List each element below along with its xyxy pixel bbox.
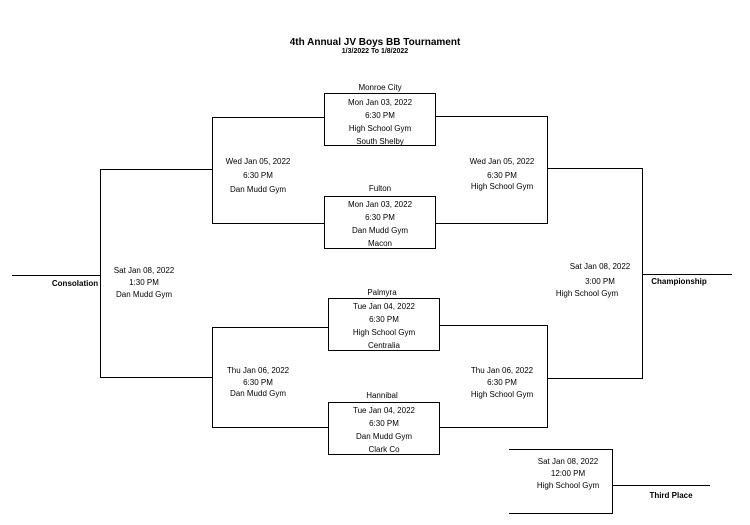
game-location: High School Gym: [348, 124, 412, 133]
bracket-line: [547, 116, 548, 224]
game-date: Sat Jan 08, 2022: [537, 457, 599, 466]
bracket-line: [212, 327, 213, 428]
bracket-line: [547, 325, 548, 428]
bracket-line: [436, 116, 547, 117]
game-location: Dan Mudd Gym: [229, 185, 287, 194]
consolation-label: Consolation: [51, 279, 99, 288]
game-time: 1:30 PM: [129, 278, 159, 287]
bracket-line: [100, 169, 212, 170]
game-time: 6:30 PM: [487, 378, 517, 387]
game-box: Tue Jan 04, 2022 6:30 PM High School Gym…: [328, 298, 440, 351]
game-location: Dan Mudd Gym: [115, 290, 173, 299]
game-time: 6:30 PM: [365, 213, 395, 222]
game-time: 6:30 PM: [243, 171, 273, 180]
game-time: 3:00 PM: [585, 277, 615, 286]
game-date: Wed Jan 05, 2022: [469, 157, 535, 166]
game-date: Mon Jan 03, 2022: [347, 200, 413, 209]
game-location: Dan Mudd Gym: [355, 432, 413, 441]
game-date: Thu Jan 06, 2022: [470, 366, 534, 375]
bracket-line: [440, 325, 547, 326]
bracket-line: [12, 275, 100, 276]
team-name: Hannibal: [366, 391, 398, 400]
team-name: Monroe City: [358, 83, 402, 92]
game-time: 6:30 PM: [369, 315, 399, 324]
bracket-line: [100, 377, 212, 378]
bracket-line: [547, 378, 642, 379]
game-date: Tue Jan 04, 2022: [353, 406, 415, 415]
game-time: 6:30 PM: [369, 419, 399, 428]
bracket-line: [547, 168, 642, 169]
page-title: 4th Annual JV Boys BB Tournament: [289, 37, 461, 48]
game-time: 12:00 PM: [550, 469, 586, 478]
game-date: Wed Jan 05, 2022: [225, 157, 291, 166]
game-date: Sat Jan 08, 2022: [113, 266, 175, 275]
bracket-line: [612, 449, 613, 514]
bracket-line: [212, 223, 324, 224]
game-date: Mon Jan 03, 2022: [347, 98, 413, 107]
team-name: Centralia: [367, 341, 400, 350]
page-subtitle: 1/3/2022 To 1/8/2022: [341, 48, 409, 55]
game-location: High School Gym: [352, 328, 416, 337]
game-box: Tue Jan 04, 2022 6:30 PM Dan Mudd Gym Cl…: [328, 402, 440, 455]
game-date: Tue Jan 04, 2022: [353, 302, 415, 311]
bracket-line: [100, 169, 101, 378]
game-time: 6:30 PM: [487, 171, 517, 180]
team-name: Macon: [367, 239, 392, 248]
bracket-line: [642, 168, 643, 379]
game-location: High School Gym: [470, 390, 534, 399]
team-name: Clark Co: [368, 445, 400, 454]
bracket-line: [612, 485, 710, 486]
third-place-label: Third Place: [649, 491, 693, 500]
bracket-line: [212, 427, 328, 428]
bracket-line: [642, 274, 732, 275]
game-location: High School Gym: [536, 481, 600, 490]
game-location: Dan Mudd Gym: [351, 226, 409, 235]
game-location: Dan Mudd Gym: [229, 389, 287, 398]
game-time: 6:30 PM: [243, 378, 273, 387]
bracket-line: [509, 449, 612, 450]
game-date: Sat Jan 08, 2022: [569, 262, 631, 271]
game-location: High School Gym: [470, 182, 534, 191]
bracket-line: [212, 327, 328, 328]
bracket-line: [509, 513, 612, 514]
game-box: Mon Jan 03, 2022 6:30 PM High School Gym…: [324, 93, 436, 146]
game-location: High School Gym: [555, 289, 619, 298]
bracket-line: [436, 223, 547, 224]
bracket-line: [212, 117, 324, 118]
championship-label: Championship: [651, 277, 707, 286]
bracket-line: [212, 117, 213, 224]
team-name: Palmyra: [367, 288, 397, 297]
bracket-line: [440, 427, 547, 428]
game-time: 6:30 PM: [365, 111, 395, 120]
team-name: South Shelby: [356, 137, 404, 146]
game-box: Mon Jan 03, 2022 6:30 PM Dan Mudd Gym Ma…: [324, 196, 436, 249]
game-date: Thu Jan 06, 2022: [226, 366, 290, 375]
team-name: Fulton: [368, 184, 392, 193]
